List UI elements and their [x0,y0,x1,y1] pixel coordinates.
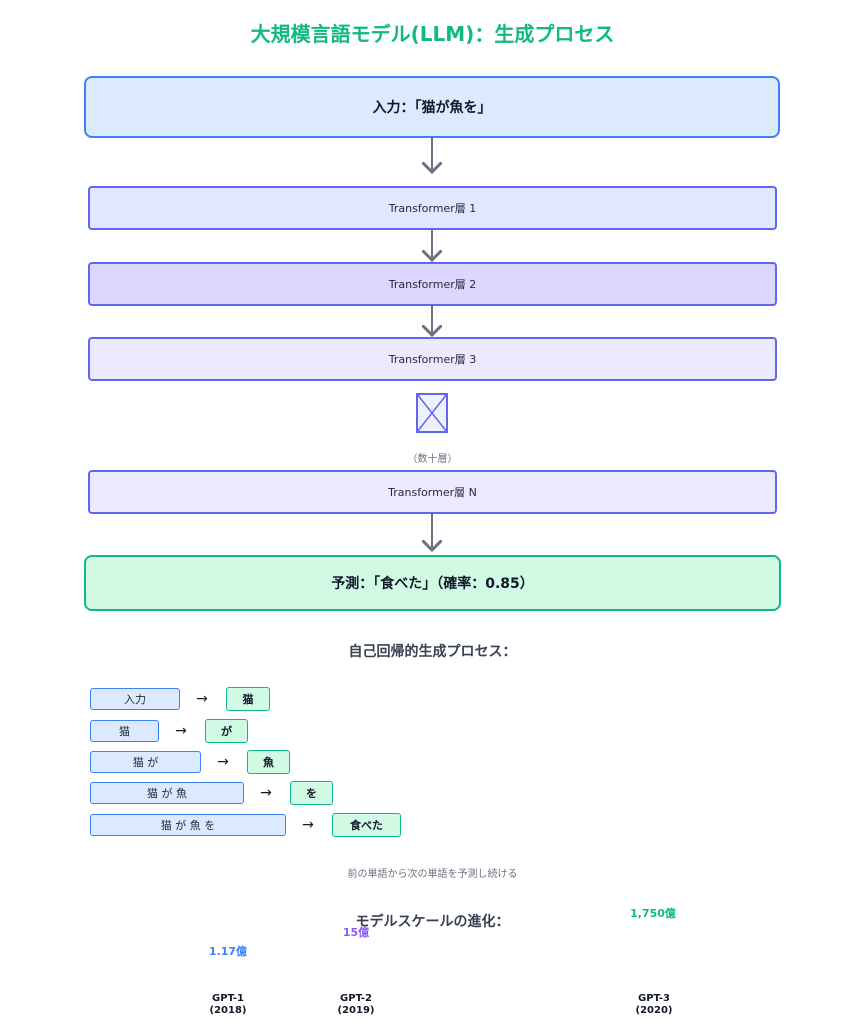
step-5-output: 食べた [332,813,401,837]
gpt2-params: 15億 [342,926,370,939]
layers-ellipsis-icon [416,393,448,433]
diagram-title: 大規模言語モデル(LLM)：生成プロセス [250,21,615,46]
gpt3-year: (2020) [635,1005,673,1016]
step-3-output: 魚 [247,750,290,774]
gpt1-name: GPT-1 [212,993,244,1004]
gpt1-label: GPT-1 (2018) [198,993,258,1017]
gpt3-name: GPT-3 [638,993,670,1004]
scale-title: モデルスケールの進化： [355,914,510,930]
step-5-input: 猫 が 魚 を [90,814,286,836]
input-box: 入力：「猫が魚を」 [84,76,780,138]
transformer-layer-2: Transformer層 2 [88,262,777,306]
step-4-input: 猫 が 魚 [90,782,244,804]
transformer-layer-1: Transformer層 1 [88,186,777,230]
gpt2-name: GPT-2 [340,993,372,1004]
step-5-arrow: → [302,817,314,833]
autoregressive-title: 自己回帰的生成プロセス： [348,644,517,660]
gpt2-year: (2019) [337,1005,375,1016]
step-1-output: 猫 [226,687,270,711]
gpt3-params: 1,750億 [630,907,676,920]
transformer-layer-3: Transformer層 3 [88,337,777,381]
step-2-arrow: → [175,723,187,739]
step-3-input: 猫 が [90,751,201,773]
gpt1-params: 1.17億 [208,945,248,958]
step-3-arrow: → [217,754,229,770]
gpt1-year: (2018) [209,1005,247,1016]
autoregressive-note: 前の単語から次の単語を予測し続ける [347,868,518,880]
gpt2-label: GPT-2 (2019) [326,993,386,1017]
step-4-output: を [290,781,333,805]
step-2-input: 猫 [90,720,159,742]
gpt3-label: GPT-3 (2020) [624,993,684,1017]
step-4-arrow: → [260,785,272,801]
layers-count-note: （数十層） [407,453,458,465]
transformer-layer-n: Transformer層 N [88,470,777,514]
step-2-output: が [205,719,248,743]
step-1-arrow: → [196,691,208,707]
step-1-input: 入力 [90,688,180,710]
prediction-box: 予測：「食べた」（確率：0.85） [84,555,781,611]
